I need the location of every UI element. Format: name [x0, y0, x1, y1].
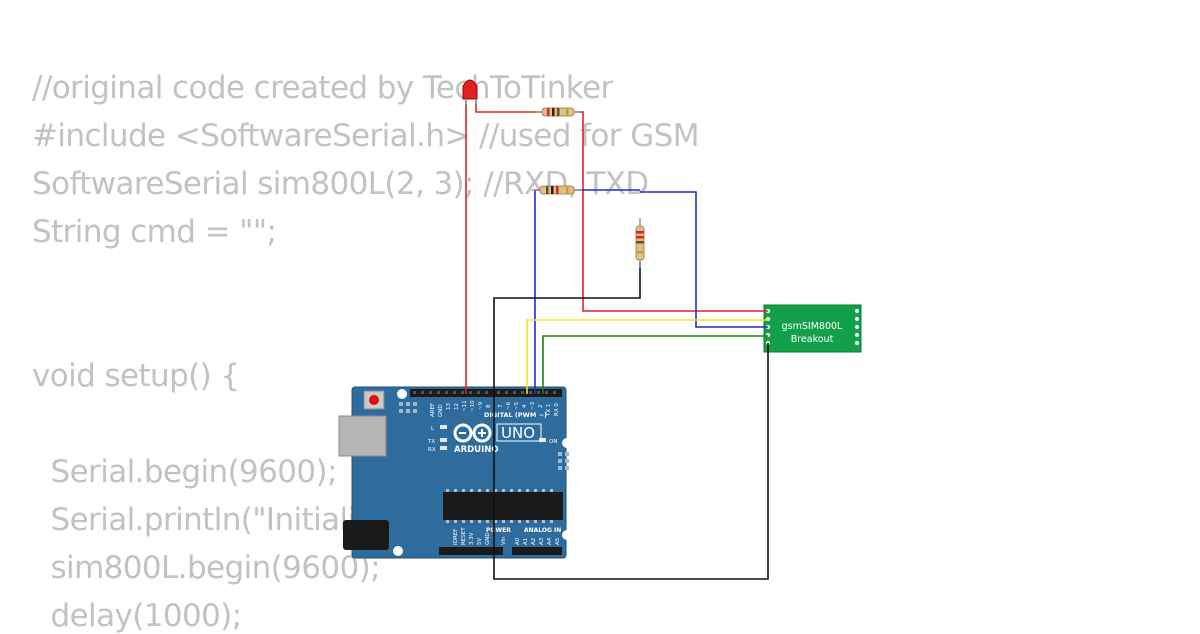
gsm-label-line2: Breakout: [791, 334, 834, 345]
resistor-divider-vertical[interactable]: [635, 218, 645, 268]
usb-connector: [338, 415, 387, 457]
pin-label-11: ~11: [462, 400, 468, 412]
pin-label-gnd-2: GND: [485, 532, 491, 545]
pin-label-10: ~10: [470, 400, 476, 412]
red-led[interactable]: [462, 79, 478, 104]
svg-text:UNO: UNO: [501, 424, 535, 442]
wire-blue-tx[interactable]: [534, 189, 640, 394]
atmega-chip: [443, 489, 563, 523]
code-line: #include <SoftwareSerial.h> //used for G…: [32, 118, 699, 154]
uno-badge: UNO: [496, 423, 542, 442]
code-line: String cmd = "";: [32, 214, 277, 250]
digital-header-label: DIGITAL (PWM ~): [484, 411, 547, 419]
pin-label-gnd: GND: [438, 404, 444, 417]
gsm-sim800l-module[interactable]: gsmSIM800L Breakout: [763, 304, 862, 353]
wire-yellow[interactable]: [526, 319, 768, 394]
pin-label-4: 4: [522, 404, 528, 408]
svg-text:ON: ON: [549, 439, 557, 445]
code-line: SoftwareSerial sim800L(2, 3); //RXD, TXD: [32, 166, 649, 202]
svg-text:RX: RX: [428, 447, 436, 453]
pin-label-a0: A0: [515, 537, 521, 545]
pin-label-vin: Vin: [501, 536, 507, 545]
pin-label-a4: A4: [547, 537, 553, 545]
code-line: Serial.begin(9600);: [32, 454, 338, 490]
pin-label-9: ~9: [478, 401, 484, 410]
pin-label-12: 12: [454, 403, 460, 410]
pin-label-3v3: 3.3V: [469, 532, 475, 545]
code-line: delay(1000);: [32, 598, 243, 634]
power-header-label: POWER: [486, 527, 511, 534]
resistor-led[interactable]: [536, 107, 580, 117]
pin-label-5v: 5V: [477, 538, 483, 545]
pin-label-ioref: IOREF: [453, 529, 459, 545]
pin-label-aref: AREF: [430, 403, 436, 417]
pin-label-13: 13: [446, 403, 452, 410]
code-line: sim800L.begin(9600);: [32, 550, 381, 586]
resistor-divider-horizontal[interactable]: [532, 185, 582, 195]
wire-blue-rx[interactable]: [640, 191, 768, 328]
pin-label-3: ~3: [530, 401, 536, 410]
pin-label-reset: RESET: [461, 527, 467, 545]
wire-green[interactable]: [542, 335, 768, 394]
pin-label-2: 2: [538, 405, 544, 409]
svg-text:TX: TX: [427, 439, 435, 445]
svg-text:L: L: [431, 426, 435, 432]
power-jack: [343, 520, 389, 550]
pin-label-rx0: RX 0: [554, 403, 560, 416]
pin-label-a2: A2: [531, 538, 537, 545]
pin-label-a3: A3: [539, 537, 545, 545]
pin-label-6: ~6: [506, 401, 512, 410]
pin-label-a5: A5: [555, 537, 561, 545]
arduino-uno-board[interactable]: AREF GND 13 12 ~11 ~10 ~9 8 7 ~6 ~5 4 ~3…: [338, 386, 572, 559]
svg-text:ARDUINO: ARDUINO: [454, 445, 499, 455]
arduino-logo: ARDUINO: [453, 423, 499, 455]
wire-black-gnd[interactable]: [493, 262, 769, 580]
pin-label-7: 7: [498, 404, 504, 408]
pin-label-tx1: TX 1: [546, 404, 552, 417]
code-line: void setup() {: [32, 358, 240, 394]
power-header[interactable]: [439, 547, 503, 555]
gsm-label-line1: gsmSIM800L: [782, 321, 843, 332]
analog-header-label: ANALOG IN: [524, 527, 561, 534]
pin-label-a1: A1: [523, 538, 529, 545]
code-line: //original code created by TechToTinker: [32, 70, 613, 106]
analog-header[interactable]: [512, 547, 562, 555]
pin-label-5: ~5: [514, 401, 520, 410]
wire-red-resistor[interactable]: [475, 100, 768, 312]
onboard-leds: L TX RX ON: [427, 425, 557, 453]
pin-label-8: 8: [486, 404, 492, 408]
